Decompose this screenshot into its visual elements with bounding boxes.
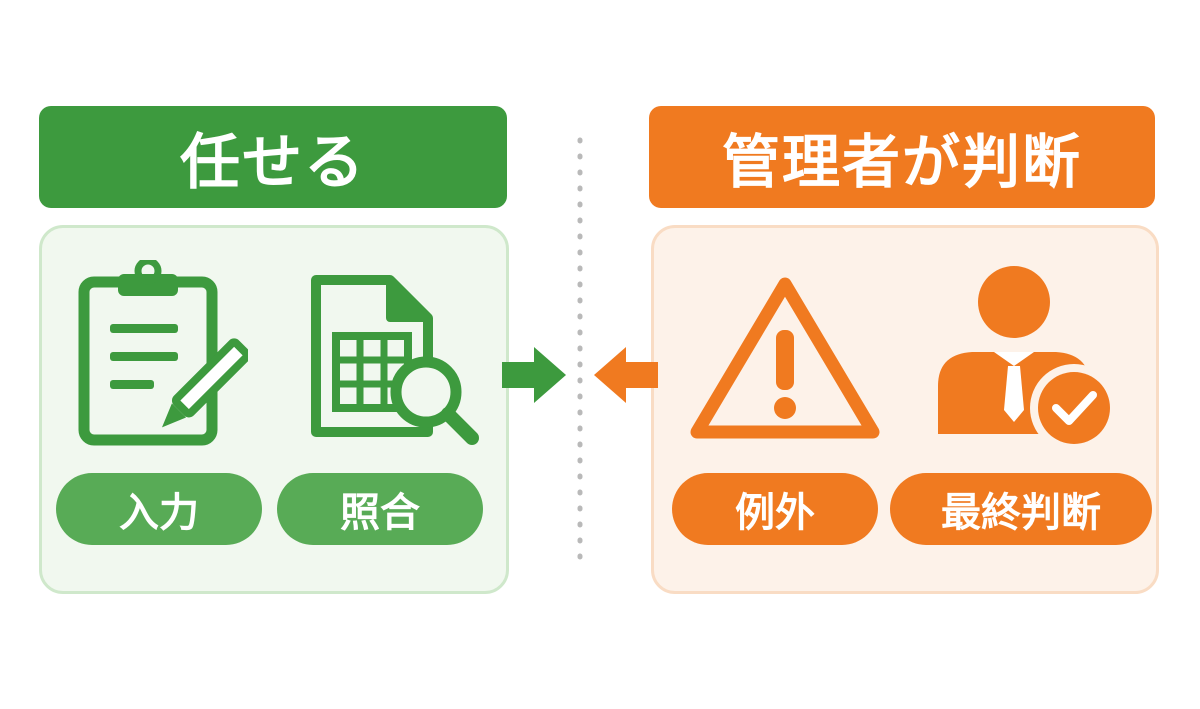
input-label-pill: 入力 bbox=[56, 473, 262, 545]
center-divider bbox=[560, 130, 600, 570]
spreadsheet-magnifier-icon bbox=[310, 274, 485, 449]
final-decision-label: 最終判断 bbox=[941, 490, 1101, 536]
manager-decides-header: 管理者が判断 bbox=[649, 106, 1155, 208]
manager-decides-header-label: 管理者が判断 bbox=[721, 128, 1082, 196]
right-arrow-icon bbox=[500, 345, 570, 405]
final-decision-label-pill: 最終判断 bbox=[890, 473, 1152, 545]
left-arrow-icon bbox=[590, 345, 660, 405]
input-label: 入力 bbox=[119, 490, 199, 536]
reconcile-label: 照合 bbox=[340, 490, 420, 536]
delegate-header-label: 任せる bbox=[180, 127, 366, 198]
exception-label: 例外 bbox=[735, 490, 815, 536]
exception-label-pill: 例外 bbox=[672, 473, 878, 545]
delegate-header: 任せる bbox=[39, 106, 507, 208]
reconcile-label-pill: 照合 bbox=[277, 473, 483, 545]
clipboard-pencil-icon bbox=[78, 260, 248, 450]
warning-triangle-icon bbox=[688, 272, 883, 442]
person-check-icon bbox=[932, 262, 1127, 462]
